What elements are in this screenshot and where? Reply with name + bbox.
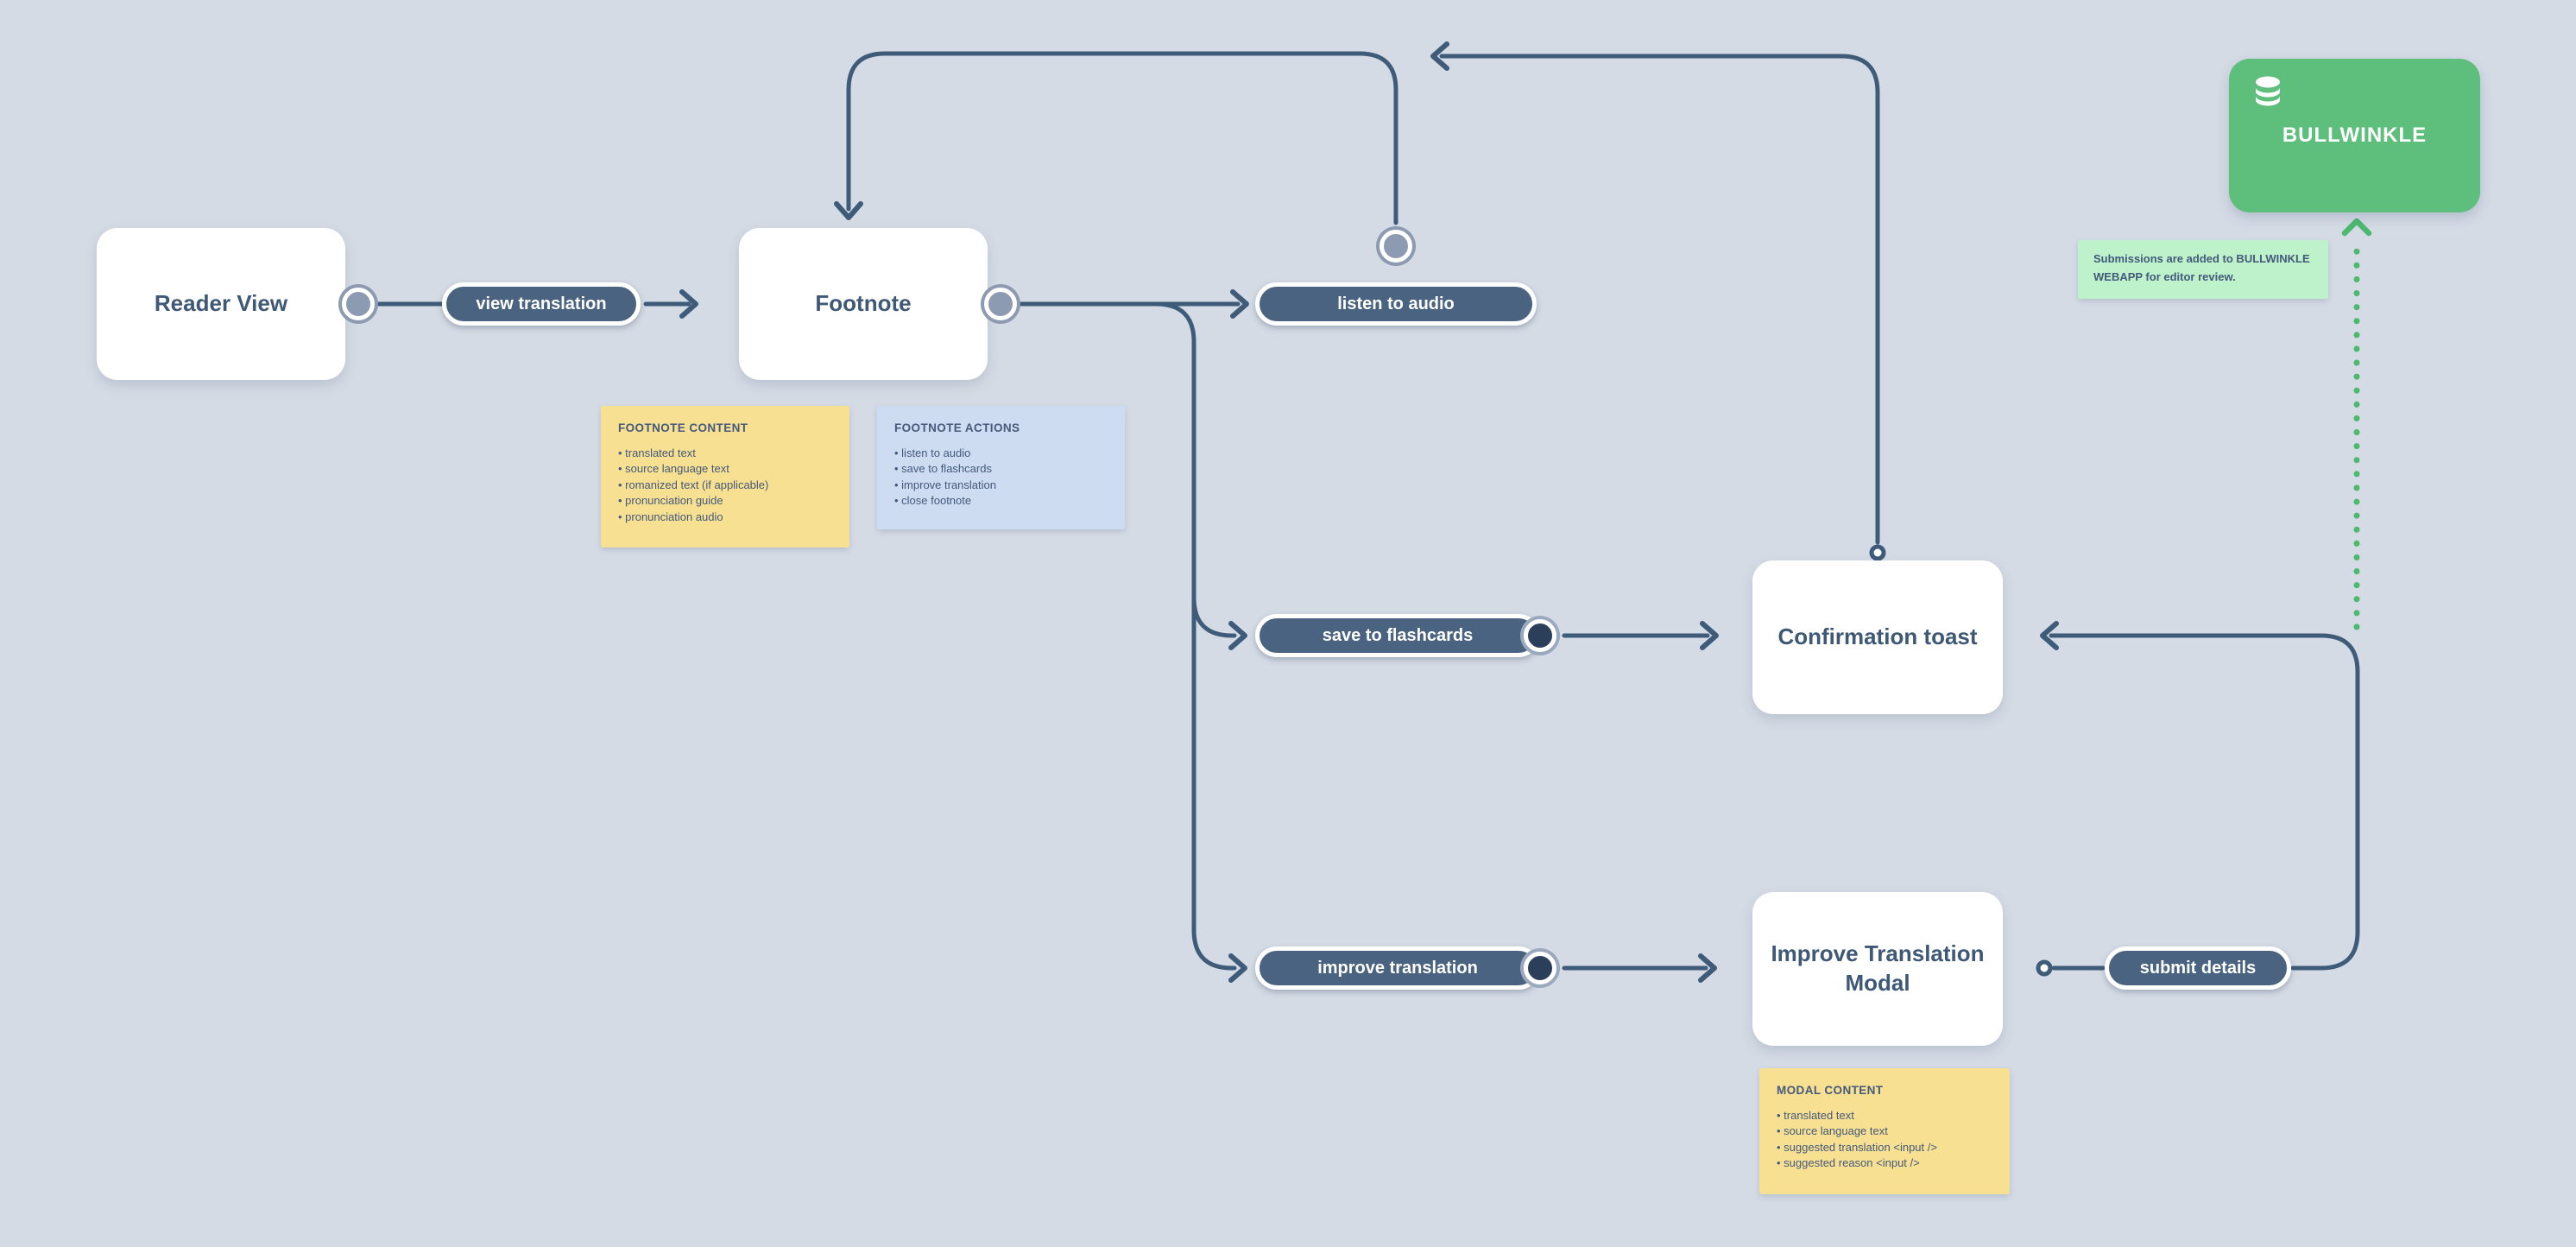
arrowhead-into-listen [1230, 289, 1249, 319]
sticky-footnote-content-title: FOOTNOTE CONTENT [618, 421, 748, 434]
pill-save-to-flashcards[interactable]: save to flashcards [1255, 614, 1540, 657]
connector-dot-save-right[interactable] [1524, 619, 1556, 652]
sticky-bullet-item: • pronunciation guide [618, 494, 723, 508]
node-confirmation-toast[interactable]: Confirmation toast [1752, 560, 2003, 714]
sticky-modal-content-title: MODAL CONTENT [1777, 1084, 1884, 1097]
pill-improve-translation-label: improve translation [1317, 958, 1478, 978]
wire-branch-to-improve [1153, 301, 1237, 971]
arrowhead-down-into-footnote [834, 201, 863, 220]
arrowhead-up-into-bullwinkle [2341, 218, 2372, 237]
sticky-footnote-content[interactable]: FOOTNOTE CONTENT • translated text • sour… [601, 406, 849, 548]
sticky-footnote-content-list: • translated text • source language text •… [618, 446, 832, 525]
sticky-bullwinkle-note[interactable]: Submissions are added to BULLWINKLE WEBA… [2078, 240, 2328, 299]
connector-dot-above-listen[interactable] [1380, 230, 1412, 263]
node-reader-view[interactable]: Reader View [97, 228, 345, 380]
node-bullwinkle[interactable]: BULLWINKLE [2229, 59, 2480, 212]
wire-branch-to-save [1191, 595, 1237, 638]
node-improve-translation-modal[interactable]: Improve Translation Modal [1752, 892, 2003, 1046]
sticky-bullet-item: • suggested translation <input /> [1777, 1140, 1937, 1154]
sticky-bullet-item: • translated text [618, 446, 696, 459]
pill-save-to-flashcards-label: save to flashcards [1322, 625, 1474, 645]
node-footnote[interactable]: Footnote [739, 228, 988, 380]
wire-loop-audio-back-to-footnote [846, 51, 1398, 225]
connector-dot-improve-right[interactable] [1524, 952, 1556, 984]
sticky-bullet-item: • listen to audio [894, 446, 971, 459]
sticky-modal-content[interactable]: MODAL CONTENT • translated text • source … [1759, 1068, 2010, 1194]
connector-dot-footnote-right[interactable] [984, 288, 1017, 320]
sticky-footnote-actions[interactable]: FOOTNOTE ACTIONS • listen to audio • save… [877, 406, 1125, 529]
sticky-footnote-actions-list: • listen to audio • save to flashcards • i… [894, 446, 1108, 510]
node-bullwinkle-label: BULLWINKLE [2282, 123, 2428, 147]
arrowhead-into-footnote [679, 289, 698, 319]
arrowhead-into-toast [1700, 621, 1719, 650]
pill-submit-details-label: submit details [2139, 958, 2257, 978]
pill-improve-translation[interactable]: improve translation [1255, 946, 1540, 990]
pill-view-translation[interactable]: view translation [442, 282, 641, 326]
pill-submit-details[interactable]: submit details [2105, 946, 2291, 990]
endpoint-dot-modal-right[interactable] [2036, 959, 2053, 977]
sticky-modal-content-list: • translated text • source language text •… [1777, 1108, 1992, 1172]
sticky-bullet-item: • romanized text (if applicable) [618, 478, 769, 491]
arrowhead-into-save [1228, 621, 1247, 650]
connector-dot-reader-right[interactable] [342, 288, 375, 320]
sticky-bullet-item: • close footnote [894, 494, 972, 508]
pill-listen-to-audio[interactable]: listen to audio [1255, 282, 1537, 326]
node-improve-translation-modal-label: Improve Translation Modal [1771, 940, 1985, 996]
sticky-bullet-item: • suggested reason <input /> [1777, 1156, 1920, 1170]
wire-toast-loop-left [1439, 54, 1880, 545]
pill-view-translation-label: view translation [476, 294, 607, 313]
node-reader-view-label: Reader View [154, 290, 288, 317]
sticky-bullet-item: • source language text [618, 462, 729, 476]
arrowhead-into-modal [1698, 953, 1717, 983]
node-footnote-label: Footnote [815, 290, 912, 317]
arrowhead-left-toast-loop [1430, 41, 1449, 71]
wire-submit-loop-to-toast [2049, 633, 2360, 971]
endpoint-dot-toast-top[interactable] [1869, 544, 1886, 561]
sticky-bullet-item: • translated text [1777, 1109, 1854, 1122]
sticky-bullwinkle-note-text: Submissions are added to BULLWINKLE WEBA… [2093, 252, 2310, 283]
arrowhead-into-toast-right [2040, 621, 2059, 650]
sticky-bullet-item: • save to flashcards [894, 462, 992, 476]
arrowhead-into-improve [1228, 953, 1247, 983]
sticky-bullet-item: • pronunciation audio [618, 510, 723, 523]
database-icon [2253, 75, 2282, 114]
sticky-bullet-item: • source language text [1777, 1124, 1888, 1138]
pill-listen-to-audio-label: listen to audio [1337, 294, 1455, 313]
sticky-bullet-item: • improve translation [894, 478, 996, 491]
node-confirmation-toast-label: Confirmation toast [1777, 624, 1978, 650]
sticky-footnote-actions-title: FOOTNOTE ACTIONS [894, 421, 1020, 434]
